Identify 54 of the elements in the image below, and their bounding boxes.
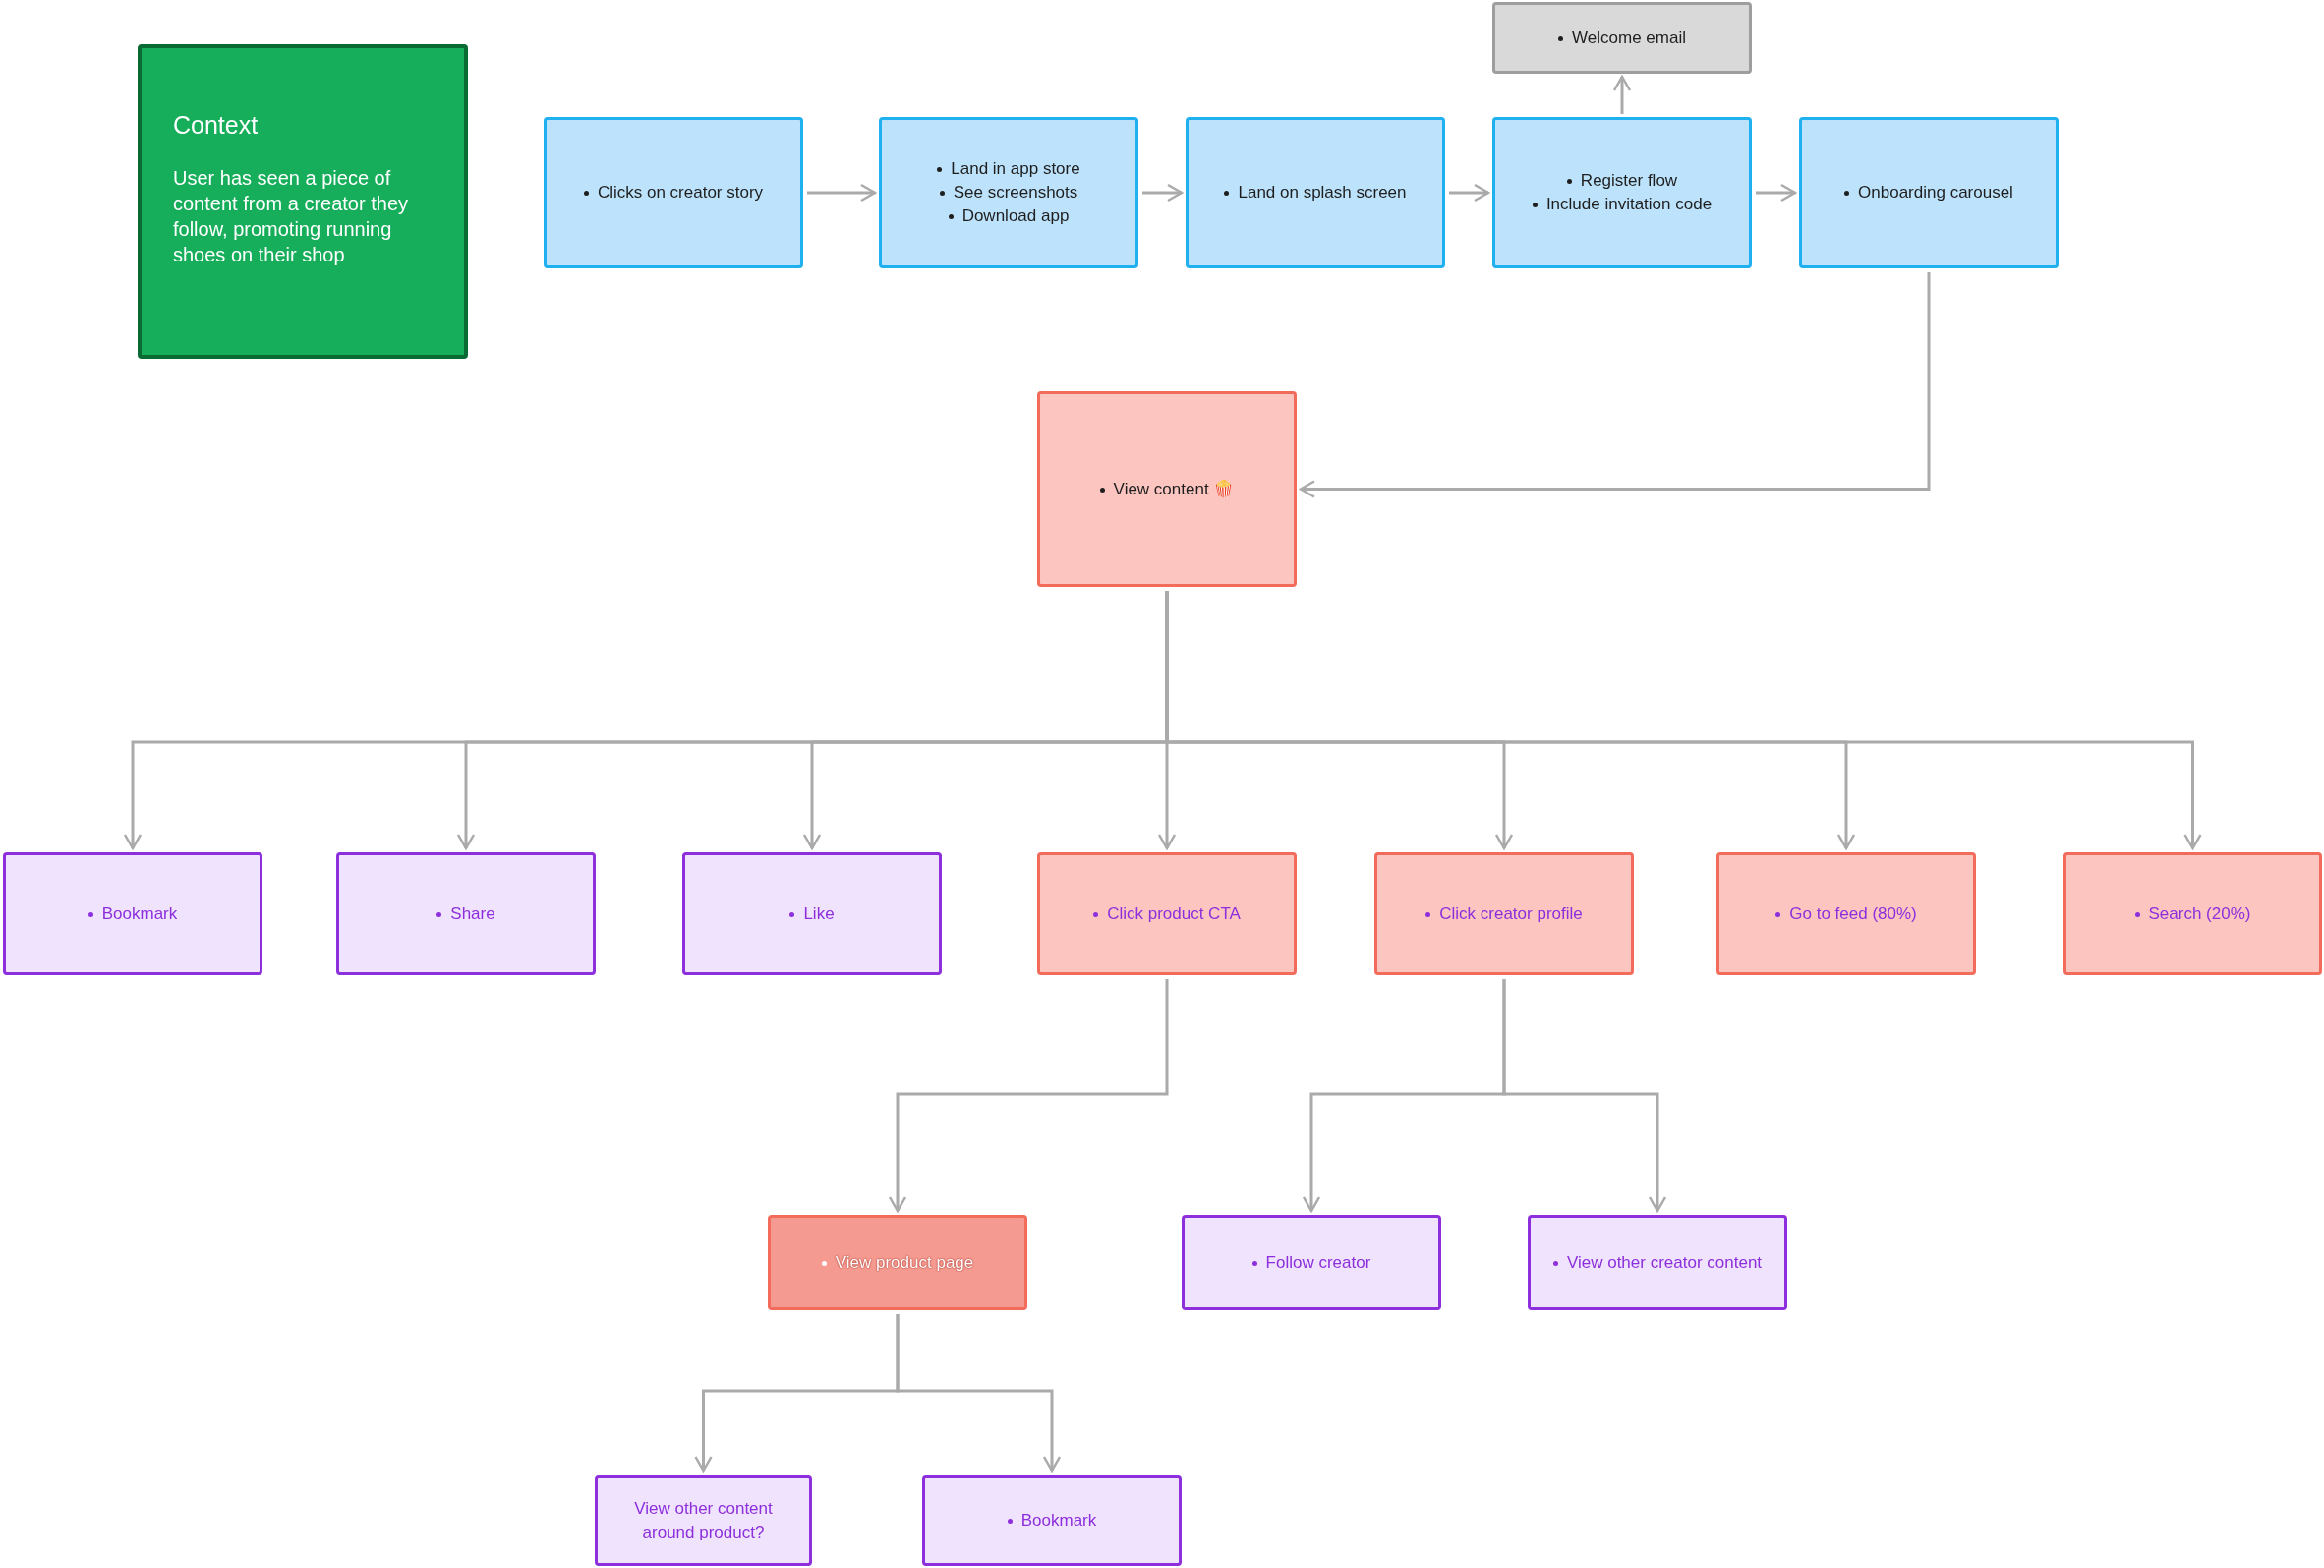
- step-box: [1186, 117, 1445, 268]
- step-text: Include invitation code: [1532, 193, 1713, 216]
- arrow: [1612, 75, 1632, 114]
- step-box: [1492, 117, 1752, 268]
- context-heading: Context: [173, 111, 259, 140]
- context-text: User has seen a piece of content from a creator they follow, promoting running shoes on their shop: [173, 166, 409, 267]
- step-box: [1037, 852, 1297, 975]
- arrow: [1449, 183, 1490, 203]
- arrow: [1299, 272, 1931, 498]
- step-text: Welcome email: [1558, 26, 1686, 50]
- step-text: View other creator content: [1552, 1250, 1763, 1275]
- step-box: [2063, 852, 2322, 975]
- step-text: Bookmark: [1007, 1508, 1097, 1533]
- step-text: Bookmark: [87, 901, 178, 926]
- step-box: [1528, 1215, 1787, 1310]
- context-card: [138, 44, 468, 359]
- step-box: [1374, 852, 1634, 975]
- step-text: Download app: [948, 204, 1070, 228]
- step-text: Click creator profile: [1425, 901, 1583, 926]
- step-box: [922, 1475, 1182, 1566]
- step-box: [595, 1475, 812, 1566]
- arrow: [1502, 979, 1667, 1213]
- arrow: [1142, 183, 1184, 203]
- step-box: [1037, 391, 1297, 587]
- step-text: See screenshots: [939, 181, 1078, 204]
- step-text: Clicks on creator story: [583, 181, 764, 204]
- step-text: Click product CTA: [1093, 901, 1241, 926]
- arrow: [888, 979, 1169, 1213]
- step-text: View content 🍿: [1099, 477, 1235, 501]
- step-text: Land on splash screen: [1224, 181, 1407, 204]
- step-text: Go to feed (80%): [1775, 901, 1917, 926]
- arrow: [1165, 591, 2202, 850]
- step-box: [336, 852, 596, 975]
- step-box: [1492, 2, 1752, 74]
- step-text: Search (20%): [2134, 901, 2251, 926]
- step-text: Onboarding carousel: [1844, 181, 2013, 204]
- step-text: Like: [789, 901, 835, 926]
- arrow: [1756, 183, 1797, 203]
- step-box: [1799, 117, 2059, 268]
- step-box: [544, 117, 803, 268]
- step-box: [3, 852, 262, 975]
- step-box: [768, 1215, 1027, 1310]
- step-text: Share: [436, 901, 495, 926]
- step-text: Register flow: [1566, 169, 1678, 193]
- step-box: [1716, 852, 1976, 975]
- step-text: View other content around product?: [633, 1497, 774, 1543]
- step-box: [682, 852, 942, 975]
- step-box: [1182, 1215, 1441, 1310]
- step-text: View product page: [821, 1250, 974, 1275]
- arrow: [807, 183, 877, 203]
- arrow: [896, 1314, 1062, 1473]
- step-text: Land in app store: [937, 157, 1080, 181]
- step-text: Follow creator: [1251, 1250, 1371, 1275]
- step-box: [879, 117, 1138, 268]
